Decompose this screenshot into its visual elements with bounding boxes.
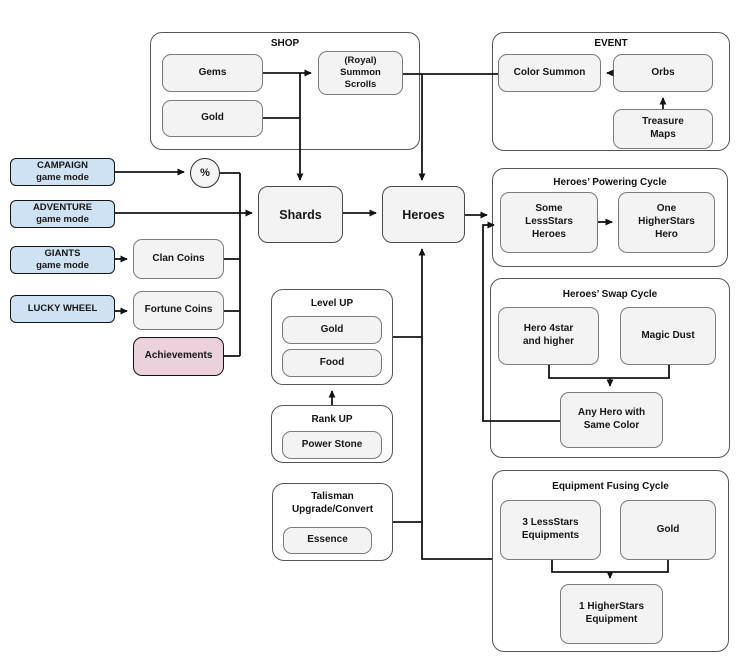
group-level-up-title: Level UP xyxy=(310,298,354,309)
node-gems: Gems xyxy=(162,54,263,92)
node-achievements: Achievements xyxy=(133,337,224,376)
node-magic-dust: Magic Dust xyxy=(620,307,716,365)
node-essence: Essence xyxy=(283,527,372,554)
group-powering-cycle-title: Heroes’ Powering Cycle xyxy=(553,177,667,188)
node-heroes: Heroes xyxy=(382,186,465,243)
group-rank-up-title: Rank UP xyxy=(311,414,353,425)
node-one-higherstars-hero: One HigherStars Hero xyxy=(618,192,715,253)
node-lucky-wheel: LUCKY WHEEL xyxy=(10,295,115,323)
node-1-higherstars-equipment: 1 HigherStars Equipment xyxy=(560,584,663,644)
group-shop-title: SHOP xyxy=(270,38,300,49)
node-any-hero-same-color: Any Hero with Same Color xyxy=(560,392,663,448)
node-color-summon: Color Summon xyxy=(498,54,601,92)
group-event-title: EVENT xyxy=(594,38,628,49)
node-summon-scrolls: (Royal) Summon Scrolls xyxy=(318,51,403,95)
node-percent-circle: % xyxy=(190,158,220,188)
node-campaign-game-mode: CAMPAIGN game mode xyxy=(10,158,115,186)
node-levelup-food: Food xyxy=(282,349,382,377)
node-fortune-coins: Fortune Coins xyxy=(133,291,224,330)
node-levelup-gold: Gold xyxy=(282,316,382,344)
node-shards: Shards xyxy=(258,186,343,243)
node-some-lessstars-heroes: Some LessStars Heroes xyxy=(500,192,598,253)
edge-spine-to-heroes xyxy=(418,248,492,560)
node-shop-gold: Gold xyxy=(162,100,263,137)
node-giants-game-mode: GIANTS game mode xyxy=(10,246,115,274)
group-fusing-cycle-title: Equipment Fusing Cycle xyxy=(552,481,669,492)
group-talisman-title: Talisman Upgrade/Convert xyxy=(291,491,374,515)
node-clan-coins: Clan Coins xyxy=(133,239,224,279)
node-treasure-maps: Treasure Maps xyxy=(613,109,713,149)
node-power-stone: Power Stone xyxy=(282,431,382,459)
node-hero-4star-and-higher: Hero 4star and higher xyxy=(498,307,599,365)
node-3-lessstars-equipments: 3 LessStars Equipments xyxy=(500,500,601,560)
node-adventure-game-mode: ADVENTURE game mode xyxy=(10,200,115,228)
node-fusing-gold: Gold xyxy=(620,500,716,560)
group-swap-cycle-title: Heroes’ Swap Cycle xyxy=(562,289,658,300)
node-orbs: Orbs xyxy=(613,54,713,92)
